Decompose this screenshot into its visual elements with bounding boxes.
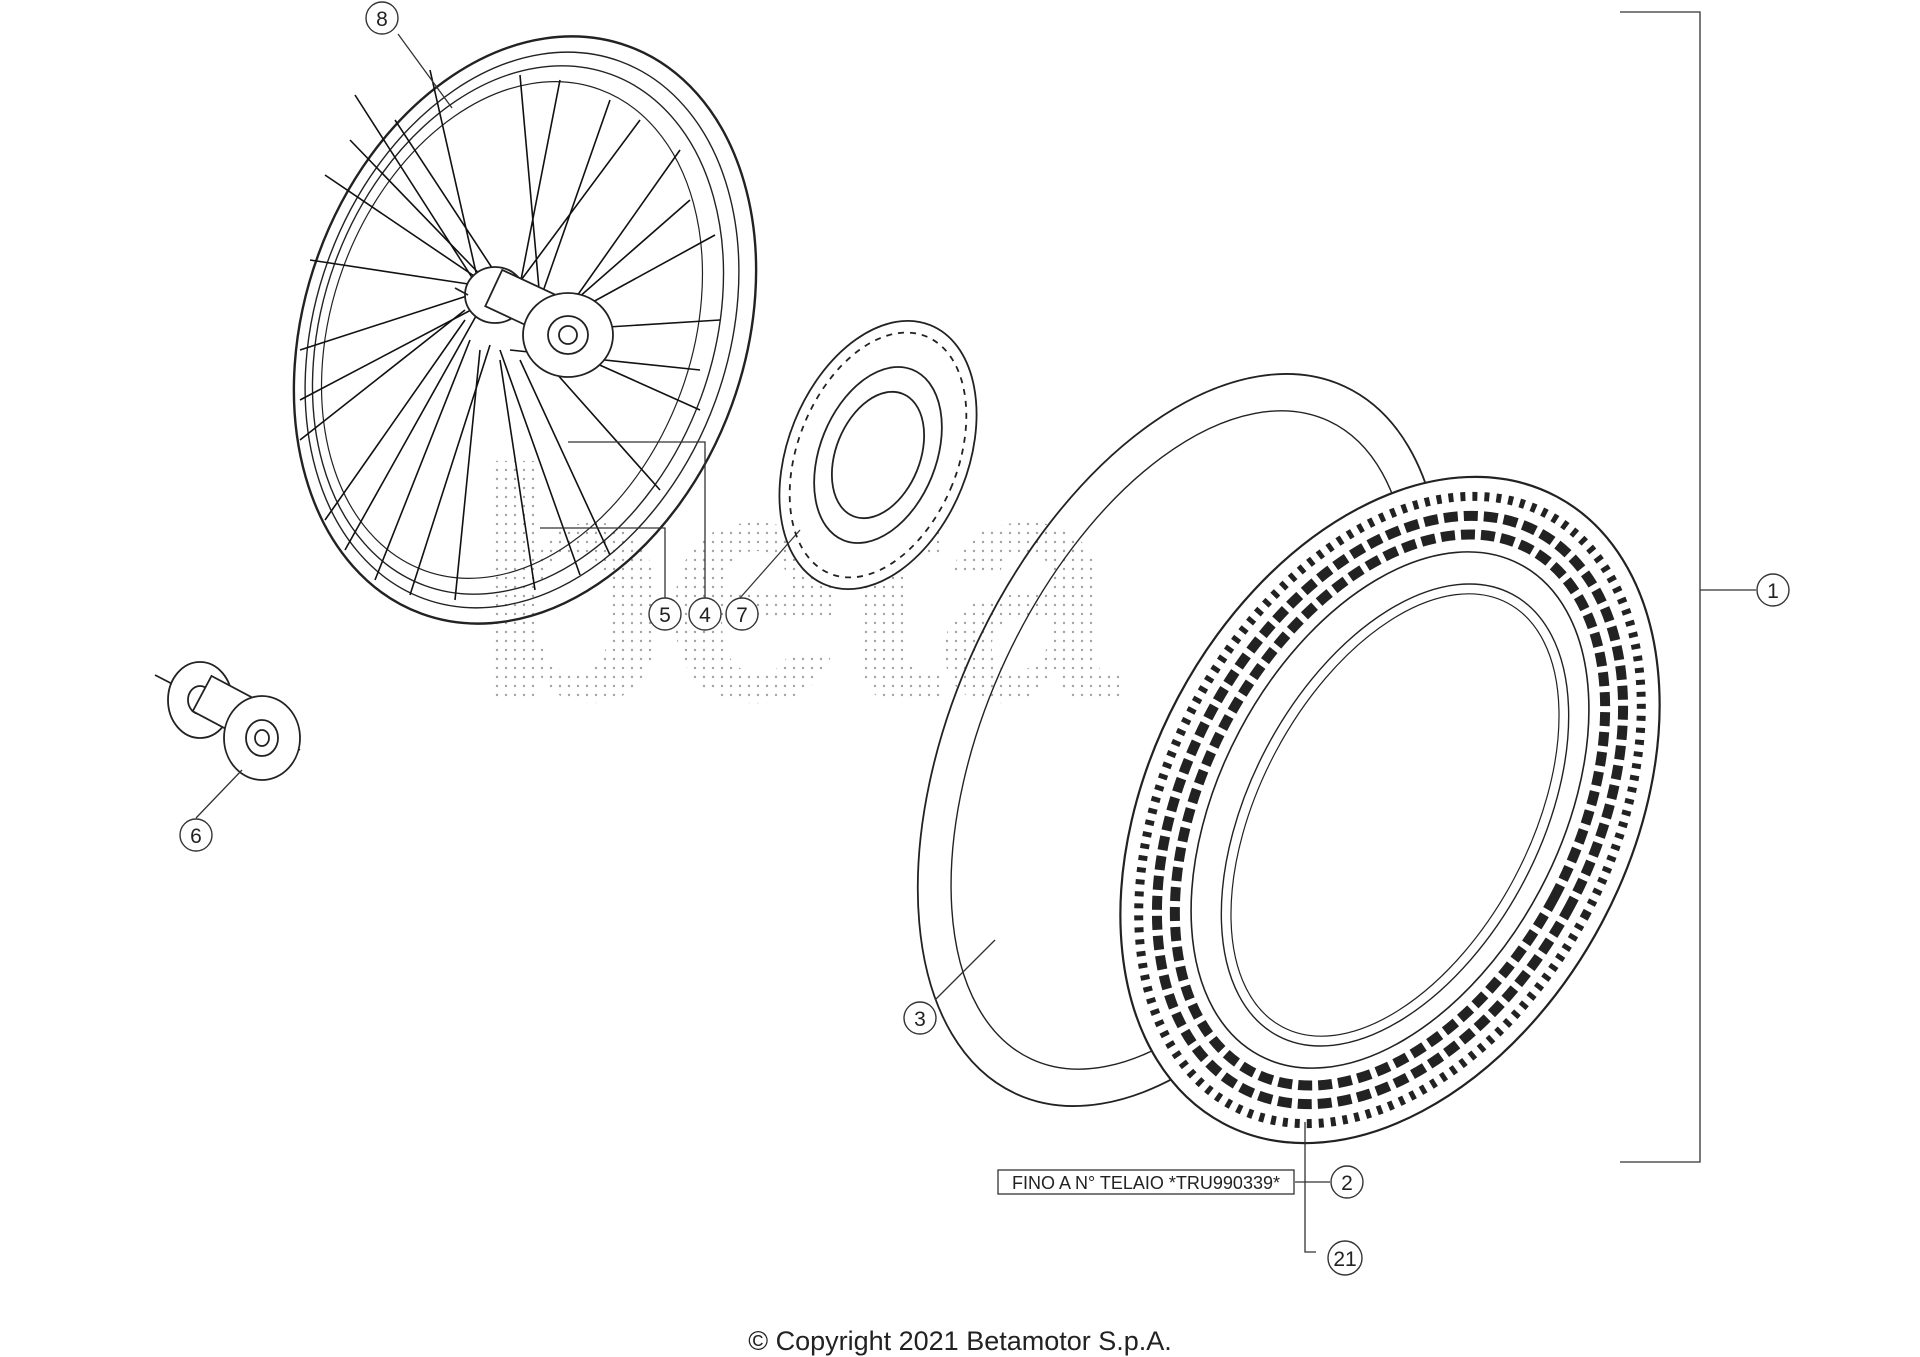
svg-text:2: 2 xyxy=(1341,1172,1353,1195)
svg-text:6: 6 xyxy=(190,825,202,848)
svg-text:5: 5 xyxy=(659,604,671,627)
svg-text:21: 21 xyxy=(1333,1248,1356,1271)
callout-4: 4 xyxy=(688,597,722,631)
callout-21: 21 xyxy=(1327,1240,1363,1276)
wheel-hub xyxy=(154,661,301,781)
svg-text:8: 8 xyxy=(376,8,388,31)
callout-1: 1 xyxy=(1756,573,1790,607)
svg-text:7: 7 xyxy=(736,604,748,627)
note-box-text: FINO A N° TELAIO *TRU990339* xyxy=(1012,1173,1280,1193)
svg-text:4: 4 xyxy=(699,604,711,627)
callout-7: 7 xyxy=(725,597,759,631)
callout-8: 8 xyxy=(365,1,399,35)
copyright-text: © Copyright 2021 Betamotor S.p.A. xyxy=(748,1326,1172,1356)
svg-text:3: 3 xyxy=(914,1008,926,1031)
note-box: FINO A N° TELAIO *TRU990339* xyxy=(997,1169,1295,1195)
brake-disc xyxy=(778,319,978,591)
tyre xyxy=(1119,475,1661,1145)
callout-2: 2 xyxy=(1330,1165,1364,1199)
callout-6: 6 xyxy=(179,818,213,852)
svg-text:1: 1 xyxy=(1767,580,1779,603)
callout-3: 3 xyxy=(903,1001,937,1035)
spoked-wheel xyxy=(292,35,758,625)
leader-lines xyxy=(195,11,1756,1253)
callout-5: 5 xyxy=(648,597,682,631)
